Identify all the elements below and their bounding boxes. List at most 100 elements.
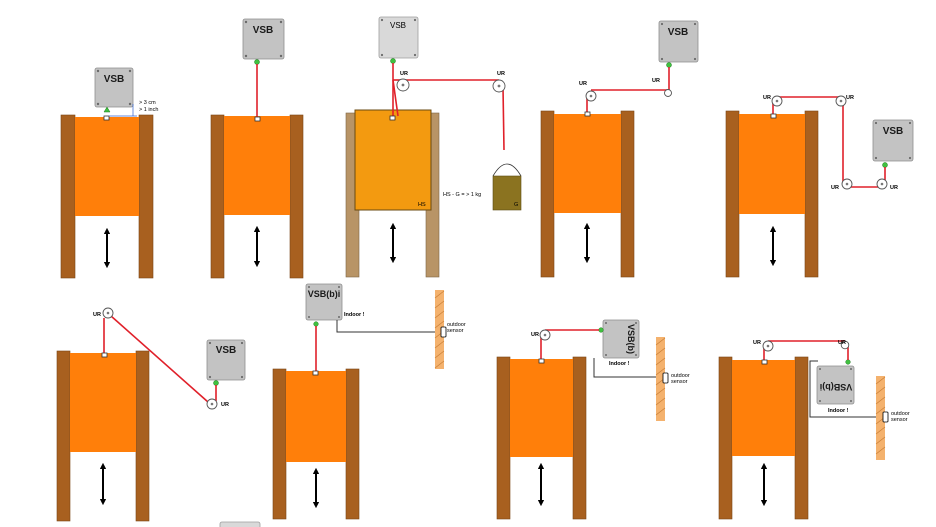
vsb-label: VSB(b)i bbox=[820, 382, 853, 392]
right-post bbox=[572, 356, 587, 520]
door-anchor bbox=[254, 116, 261, 122]
counterweight-icon bbox=[492, 175, 522, 211]
ur-label: UR bbox=[400, 71, 408, 77]
door-anchor bbox=[312, 370, 319, 376]
ur-label: UR bbox=[497, 71, 505, 77]
pulley-icon bbox=[664, 89, 672, 97]
indoor-label: Indoor ! bbox=[344, 312, 365, 318]
partial-vsb-box bbox=[219, 521, 261, 527]
right-post bbox=[138, 114, 154, 279]
g-label: G bbox=[514, 202, 518, 208]
vsb-label: VSB bbox=[216, 345, 237, 356]
sensor-label: sensor bbox=[891, 417, 908, 423]
door-anchor bbox=[389, 115, 396, 121]
rope-clamp-icon bbox=[390, 58, 396, 64]
right-post bbox=[804, 110, 819, 278]
vsb-label: VSB bbox=[104, 74, 125, 85]
weight-hook bbox=[492, 163, 522, 177]
door bbox=[70, 353, 136, 452]
rope-clamp-icon bbox=[313, 321, 319, 327]
sensor-label: sensor bbox=[447, 328, 464, 334]
rope-clamp-icon bbox=[845, 359, 851, 365]
ur-label: UR bbox=[890, 185, 898, 191]
ur-label: UR bbox=[838, 340, 846, 346]
outdoor-sensor-icon bbox=[440, 326, 447, 338]
rope-clamp-icon bbox=[666, 62, 672, 68]
outdoor-label: outdoor bbox=[891, 411, 910, 417]
vsb-box bbox=[658, 20, 699, 63]
panel-8: VSB(b) UR Indoor ! outdoor sensor bbox=[496, 319, 690, 520]
left-post bbox=[60, 114, 76, 279]
door bbox=[354, 109, 432, 211]
vsb-box bbox=[872, 119, 914, 162]
door-anchor bbox=[538, 358, 545, 364]
door bbox=[224, 116, 290, 215]
vsb-label: VSB bbox=[883, 126, 904, 137]
vsb-label: VSB bbox=[390, 21, 406, 30]
left-post bbox=[56, 350, 71, 522]
right-post bbox=[620, 110, 635, 278]
ur-label: UR bbox=[831, 185, 839, 191]
panel-7: VSB(b)i Indoor ! outdoor sensor bbox=[272, 283, 466, 520]
outdoor-label: outdoor bbox=[671, 373, 690, 379]
left-post bbox=[272, 368, 287, 520]
vsb-label: VSB bbox=[253, 25, 274, 36]
indoor-label: Indoor ! bbox=[609, 361, 630, 367]
rope bbox=[110, 315, 209, 403]
indoor-label: Indoor ! bbox=[828, 408, 849, 414]
pulley-icon bbox=[840, 340, 850, 350]
left-post bbox=[540, 110, 555, 278]
vsb-box bbox=[242, 18, 285, 60]
vsb-box bbox=[94, 67, 134, 108]
vsb-label: VSB(b) bbox=[626, 324, 636, 354]
panel-4: VSB UR UR bbox=[540, 20, 699, 278]
sensor-cable bbox=[593, 358, 657, 378]
left-post bbox=[725, 110, 740, 278]
door-anchor bbox=[101, 352, 108, 358]
ur-label: UR bbox=[846, 95, 854, 101]
sensor-label: sensor bbox=[671, 379, 688, 385]
outdoor-wall bbox=[435, 290, 444, 369]
sensor-cable bbox=[336, 320, 436, 333]
panel-2: VSB bbox=[210, 18, 304, 279]
outdoor-sensor-icon bbox=[662, 372, 669, 384]
vsb-box bbox=[816, 365, 855, 405]
sensor-cable bbox=[809, 360, 878, 418]
rope-clamp-icon bbox=[213, 380, 219, 386]
panel-1: VSB > 3 cm > 1 inch bbox=[60, 67, 158, 279]
right-post bbox=[135, 350, 150, 522]
panel-9: VSB(b)i UR UR Indoor ! outdoor sensor bbox=[718, 340, 910, 520]
right-post bbox=[794, 356, 809, 520]
door bbox=[554, 114, 621, 213]
ur-label: UR bbox=[579, 81, 587, 87]
gap-inch-label: > 1 inch bbox=[139, 107, 158, 113]
hs-label: HS bbox=[418, 202, 426, 208]
panel-3: HS VSB UR UR G HS - G = > 1 kg bbox=[345, 16, 522, 278]
door bbox=[75, 117, 139, 216]
ur-label: UR bbox=[763, 95, 771, 101]
door bbox=[739, 114, 805, 214]
ur-label: UR bbox=[531, 332, 539, 338]
right-post bbox=[289, 114, 304, 279]
door bbox=[732, 360, 795, 456]
door bbox=[510, 359, 573, 457]
ur-label: UR bbox=[221, 402, 229, 408]
right-post bbox=[345, 368, 360, 520]
vsb-box bbox=[305, 283, 343, 321]
outdoor-wall bbox=[656, 337, 665, 421]
door bbox=[286, 371, 346, 462]
door-anchor bbox=[584, 111, 591, 117]
door-anchor bbox=[770, 113, 777, 119]
rope-clamp-icon bbox=[103, 106, 111, 113]
outdoor-sensor-icon bbox=[882, 411, 889, 423]
ur-label: UR bbox=[753, 340, 761, 346]
gap-cm-label: > 3 cm bbox=[139, 100, 156, 106]
rope-clamp-icon bbox=[598, 327, 604, 333]
door-anchor bbox=[761, 359, 768, 365]
door-anchor bbox=[103, 115, 110, 121]
ur-label: UR bbox=[652, 78, 660, 84]
panel-5: VSB UR UR UR UR bbox=[725, 95, 914, 278]
vsb-box bbox=[206, 339, 246, 381]
counterweight-label: HS - G = > 1 kg bbox=[443, 192, 481, 198]
